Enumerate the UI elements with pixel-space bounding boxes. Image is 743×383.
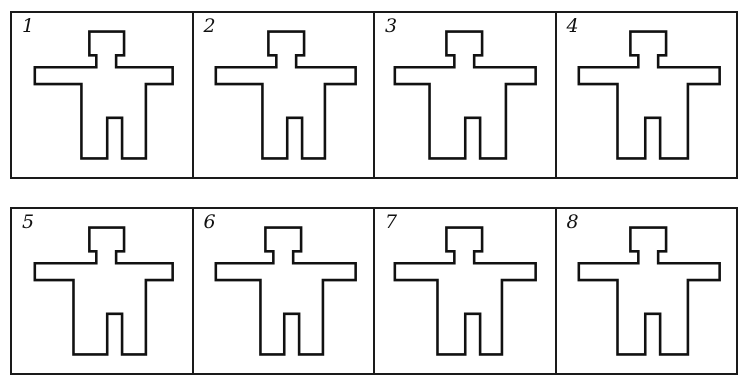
panel-6: 6 (194, 209, 376, 373)
human-figure-icon (557, 209, 737, 373)
figure-row-top: 1 2 3 4 (10, 11, 738, 179)
panel-3: 3 (375, 13, 557, 177)
panel-8: 8 (557, 209, 737, 373)
human-figure-icon (375, 209, 555, 373)
human-figure-icon (557, 13, 737, 177)
human-figure-icon (12, 209, 192, 373)
panel-4: 4 (557, 13, 737, 177)
panel-2: 2 (194, 13, 376, 177)
human-figure-icon (194, 209, 374, 373)
human-figure-icon (194, 13, 374, 177)
panel-5: 5 (12, 209, 194, 373)
panel-1: 1 (12, 13, 194, 177)
figure-row-bottom: 5 6 7 8 (10, 207, 738, 375)
panel-7: 7 (375, 209, 557, 373)
human-figure-icon (12, 13, 192, 177)
human-figure-icon (375, 13, 555, 177)
